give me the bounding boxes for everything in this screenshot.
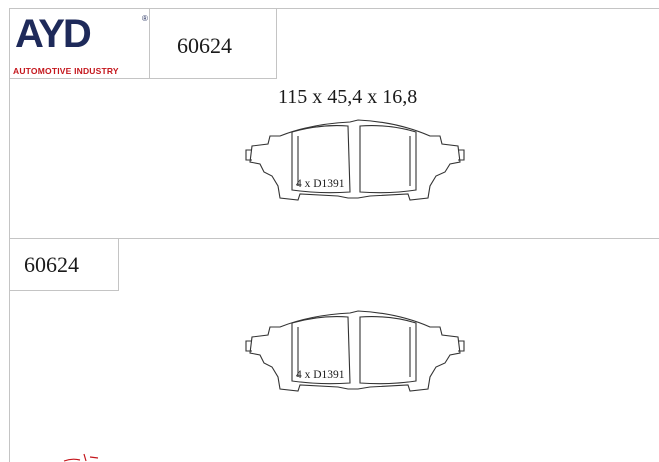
pad-top-label: 4 x D1391 [296,178,345,190]
bottom-part-cell-right [118,238,119,290]
red-stamp-mark [63,453,99,462]
brake-pad-drawing-bottom [245,310,465,392]
brand-name: AYD [15,12,92,56]
header-bottom-line [9,78,277,79]
pad-dimensions: 115 x 45,4 x 16,8 [278,86,418,108]
part-number-bottom: 60624 [24,252,79,277]
brand-tagline: AUTOMOTIVE INDUSTRY [13,66,119,76]
pad-bottom-label: 4 x D1391 [296,369,345,381]
section-divider [9,238,659,239]
logo-divider [149,8,150,78]
brand-logo: AYD ® AUTOMOTIVE INDUSTRY [9,8,149,78]
part-cell-right-line [276,8,277,78]
bottom-part-cell-bottom [9,290,119,291]
part-number-top: 60624 [177,33,232,58]
registered-mark: ® [142,14,148,23]
frame-left-line [9,8,10,462]
brake-pad-drawing-top [245,119,465,201]
frame-top-line [9,8,659,9]
